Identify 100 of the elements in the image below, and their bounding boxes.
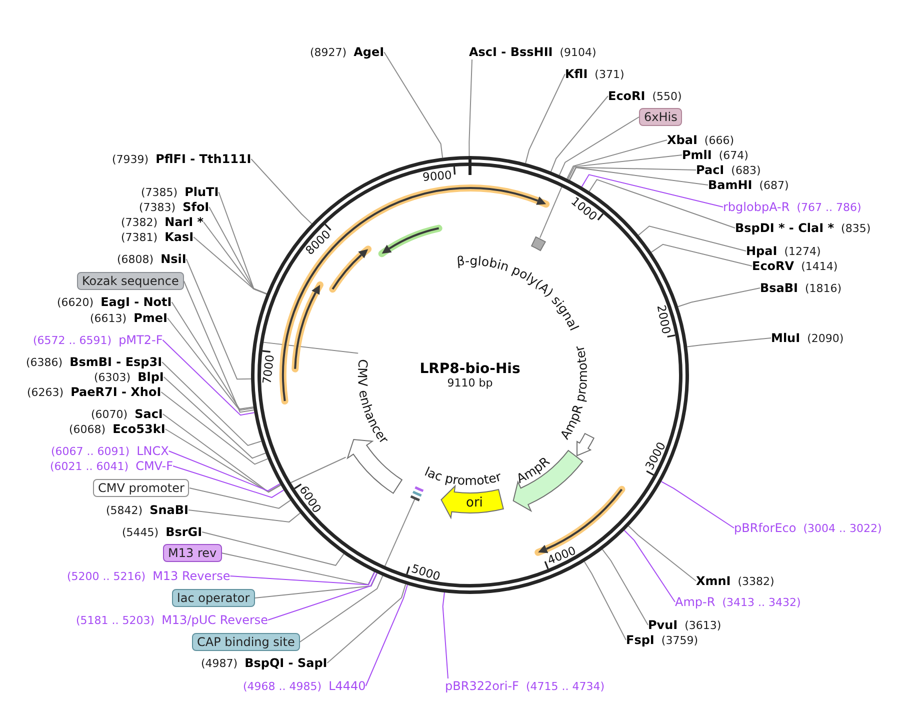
enzyme-name: PvuI xyxy=(648,618,678,632)
leader-line xyxy=(290,456,346,484)
feature-tag: lac operator xyxy=(172,589,255,607)
feature-tag: 6xHis xyxy=(639,108,682,126)
leader-line xyxy=(365,584,408,686)
enzyme-name: SfoI xyxy=(182,200,210,214)
leader-line xyxy=(193,236,268,295)
site-position: (7381) xyxy=(121,230,158,244)
primer-name: LNCX xyxy=(136,444,169,458)
site-position: (3413 .. 3432) xyxy=(722,596,801,610)
leader-line xyxy=(638,226,746,252)
site-position: (6021 .. 6041) xyxy=(50,460,129,474)
enzyme-name: BlpI xyxy=(138,370,164,384)
site-position: (6067 .. 6091) xyxy=(51,444,130,458)
enzyme-name: HpaI xyxy=(746,244,778,258)
leader-line xyxy=(660,481,734,528)
enzyme-name: EcoRV xyxy=(752,258,794,272)
enzyme-name: AgeI xyxy=(354,44,384,58)
site-position: (1414) xyxy=(801,260,838,274)
leader-line xyxy=(568,166,696,180)
enzyme-name: PmeI xyxy=(134,310,168,324)
leader-line xyxy=(581,174,724,208)
leader-line xyxy=(162,362,262,446)
feature-label: lac promoter xyxy=(422,464,503,488)
site-position: (1816) xyxy=(805,282,842,296)
scale-number: 4000 xyxy=(545,543,578,568)
site-position: (550) xyxy=(652,90,682,104)
leader-line xyxy=(171,302,254,410)
leader-line xyxy=(168,450,280,492)
primer-name: rbglobpA-R xyxy=(723,200,790,214)
enzyme-name: Eco53kI xyxy=(112,422,166,436)
site-position: (2090) xyxy=(807,332,844,346)
site-position: (5445) xyxy=(122,526,159,540)
leader-line xyxy=(164,428,282,493)
enzyme-name: EcoRI xyxy=(608,88,646,102)
site-position: (6303) xyxy=(94,370,131,384)
leader-line xyxy=(162,414,282,492)
site-position: (6068) xyxy=(69,422,106,436)
enzyme-name: PaeR7I - XhoI xyxy=(70,384,162,398)
site-position: (6070) xyxy=(91,408,128,422)
primer-name: pMT2-F xyxy=(118,332,163,346)
primer-name: pBR322ori-F xyxy=(445,678,519,692)
leader-line xyxy=(558,116,640,176)
site-position: (7382) xyxy=(121,216,158,230)
enzyme-name: PmlI xyxy=(682,148,712,162)
enzyme-name: KflI xyxy=(565,66,588,80)
site-position: (683) xyxy=(731,164,761,178)
scale-number: 2000 xyxy=(654,304,674,336)
leader-line xyxy=(568,154,682,180)
site-position: (674) xyxy=(718,148,748,162)
enzyme-name: NarI * xyxy=(164,214,204,228)
site-position: (5842) xyxy=(106,504,143,518)
site-position: (371) xyxy=(594,68,624,82)
scale-number: 3000 xyxy=(642,440,669,472)
primer-name: L4440 xyxy=(328,678,366,692)
leader-line xyxy=(299,575,384,642)
leader-line xyxy=(208,206,268,294)
site-position: (9104) xyxy=(560,46,596,60)
enzyme-name: BamHI xyxy=(708,178,752,192)
enzyme-name: PflFI - Tth111I xyxy=(156,152,252,166)
enzyme-name: BsmBI - Esp3I xyxy=(70,354,162,368)
enzyme-name: MluI xyxy=(771,330,800,344)
enzyme-name: BsaBI xyxy=(760,280,798,294)
leader-line xyxy=(172,466,284,498)
leader-line xyxy=(678,288,760,308)
site-position: (3613) xyxy=(684,618,722,632)
site-position: (7383) xyxy=(139,200,176,214)
leader-line xyxy=(650,244,752,266)
scale-number: 5000 xyxy=(410,561,442,584)
site-position: (6572 .. 6591) xyxy=(33,334,112,348)
leader-line xyxy=(268,572,378,620)
site-position: (4715 .. 4734) xyxy=(526,680,604,694)
leader-line xyxy=(584,561,626,640)
leader-line xyxy=(221,552,375,586)
enzyme-name: BspDI * - ClaI * xyxy=(735,220,834,234)
scale-number: 7000 xyxy=(260,354,277,385)
leader-line xyxy=(166,318,254,411)
primer-name: pBRforEco xyxy=(734,520,796,534)
leader-line xyxy=(163,376,266,459)
leader-line xyxy=(628,526,696,582)
leader-line xyxy=(183,280,254,413)
leader-line xyxy=(588,178,736,228)
leader-line xyxy=(384,52,444,158)
leader-line xyxy=(263,342,359,354)
enzyme-name: XbaI xyxy=(667,132,698,146)
site-position: (5181 .. 5203) xyxy=(76,614,155,628)
enzyme-name: XmnI xyxy=(696,574,731,588)
leader-line xyxy=(550,96,608,172)
leader-line xyxy=(188,488,291,509)
site-position: (687) xyxy=(759,178,789,192)
enzyme-name: SacI xyxy=(134,406,163,420)
site-position: (1274) xyxy=(784,244,821,258)
enzyme-name: PluTI xyxy=(184,184,219,198)
enzyme-name: KasI xyxy=(164,230,194,244)
feature-tag: CAP binding site xyxy=(192,633,300,651)
leader-line xyxy=(566,140,668,180)
site-position: (767 .. 786) xyxy=(796,200,862,214)
leader-line xyxy=(686,338,772,348)
site-position: (5200 .. 5216) xyxy=(67,570,146,584)
primer-name: M13/pUC Reverse xyxy=(162,612,268,626)
